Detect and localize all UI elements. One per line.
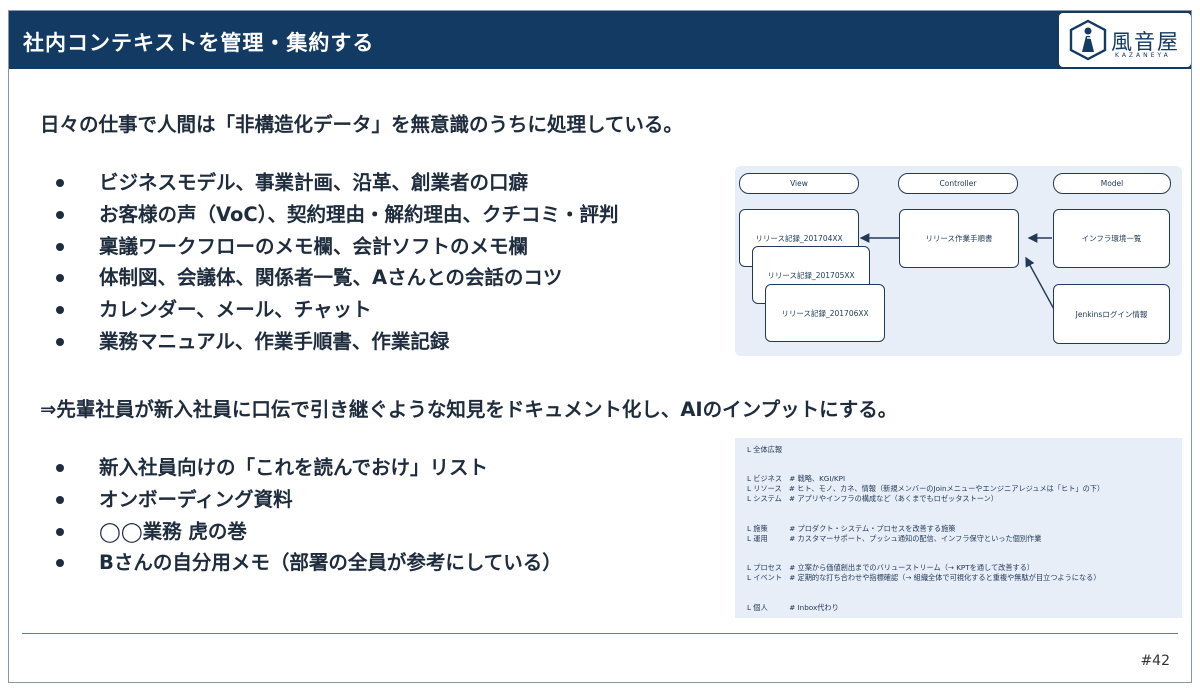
arrow-jenkins-to-controller xyxy=(1025,256,1056,312)
tree-line: L ビジネス # 戦略、KGI/KPI xyxy=(747,474,846,483)
list-item: ◯◯業務 虎の巻 xyxy=(56,516,562,548)
lead-statement: 日々の仕事で人間は「非構造化データ」を無意識のうちに処理している。 xyxy=(40,113,683,136)
tree-line: L 運用 # カスタマーサポート、プッシュ通知の配信、インフラ保守といった個別作… xyxy=(747,534,1042,543)
list-item: 新入社員向けの「これを読んでおけ」リスト xyxy=(56,452,562,484)
tree-line: L 全体広報 xyxy=(747,445,783,454)
slide-frame xyxy=(8,10,1192,683)
tree-line: L システム # アプリやインフラの構成など（あくまでもロゼッタストーン） xyxy=(747,494,998,503)
list-item: Bさんの自分用メモ（部署の全員が参考にしている） xyxy=(56,547,562,579)
logo-subtext: KAZANEYA xyxy=(1115,52,1171,59)
folder-structure-panel: L 全体広報 L ビジネス # 戦略、KGI/KPI L リソース # ヒト、モ… xyxy=(735,438,1182,618)
controller-header: Controller xyxy=(898,173,1018,194)
tree-line: L 個人 # Inbox代わり xyxy=(747,603,839,612)
release-record-3: リリース記録_201706XX xyxy=(765,284,885,342)
page-number: #42 xyxy=(1140,653,1170,669)
view-header: View xyxy=(739,173,859,194)
tree-line: L イベント # 定期的な打ち合わせや指標確認（→ 組織全体で可視化すると重複や… xyxy=(747,573,1101,582)
list-item: 体制図、会議体、関係者一覧、Aさんとの会話のコツ xyxy=(56,262,618,294)
unstructured-data-list: ビジネスモデル、事業計画、沿革、創業者の口癖 お客様の声（VoC）、契約理由・解… xyxy=(56,167,618,358)
slide-title: 社内コンテキストを管理・集約する xyxy=(23,31,375,55)
footer-divider xyxy=(22,633,1178,634)
tree-line: L リソース # ヒト、モノ、カネ、情報（新規メンバーのJoinメニューやエンジ… xyxy=(747,484,1105,493)
header-bar: 社内コンテキストを管理・集約する 風音屋 KAZANEYA xyxy=(9,11,1191,69)
list-item: 稟議ワークフローのメモ欄、会計ソフトのメモ欄 xyxy=(56,231,618,263)
infra-env-list-box: インフラ環境一覧 xyxy=(1053,209,1170,268)
kazaneya-logo-icon xyxy=(1069,19,1107,61)
document-examples-list: 新入社員向けの「これを読んでおけ」リスト オンボーディング資料 ◯◯業務 虎の巻… xyxy=(56,452,562,579)
list-item: カレンダー、メール、チャット xyxy=(56,294,618,326)
tree-line: L 施策 # プロダクト・システム・プロセスを改善する施策 xyxy=(747,524,956,533)
tree-line: L プロセス # 立案から価値創出までのバリューストリーム（→ KPTを通して改… xyxy=(747,563,1035,572)
mvc-diagram: View Controller Model リリース記録_201704XX リリ… xyxy=(735,166,1182,356)
diagram-connectors xyxy=(859,233,1056,312)
jenkins-login-box: Jenkinsログイン情報 xyxy=(1053,284,1170,344)
logo: 風音屋 KAZANEYA xyxy=(1059,13,1191,67)
list-item: オンボーディング資料 xyxy=(56,484,562,516)
logo-text: 風音屋 xyxy=(1111,30,1180,54)
conclusion-statement: ⇒先輩社員が新入社員に口伝で引き継ぐような知見をドキュメント化し、AIのインプッ… xyxy=(40,398,898,421)
list-item: ビジネスモデル、事業計画、沿革、創業者の口癖 xyxy=(56,167,618,199)
release-procedure-box: リリース作業手順書 xyxy=(899,209,1019,268)
list-item: お客様の声（VoC）、契約理由・解約理由、クチコミ・評判 xyxy=(56,199,618,231)
model-header: Model xyxy=(1053,173,1171,194)
list-item: 業務マニュアル、作業手順書、作業記録 xyxy=(56,326,618,358)
